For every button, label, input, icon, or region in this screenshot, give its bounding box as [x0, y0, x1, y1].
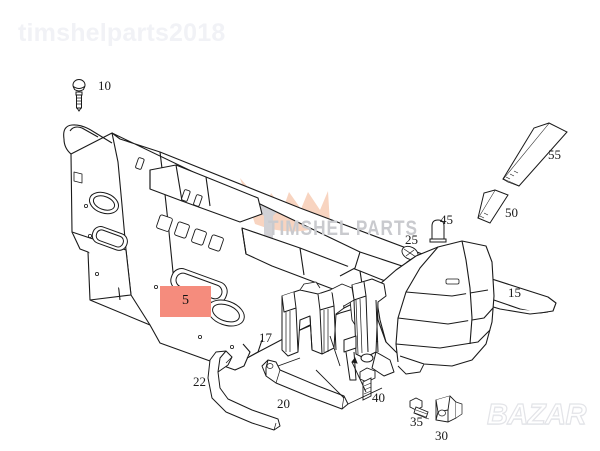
part-22-curved-rod: [207, 350, 281, 431]
leader-lines: [277, 335, 383, 405]
callout-17: 17: [259, 330, 272, 345]
watermark-timshel-parts-text: TIMSHEL PARTS: [268, 217, 418, 240]
callout-50: 50: [505, 205, 518, 220]
callout-10: 10: [98, 78, 111, 93]
watermark-bazar: BAZAR: [486, 398, 587, 431]
part-20-straight-rod: [261, 359, 349, 410]
part-45-cap-plug: [429, 219, 447, 243]
callout-20: 20: [277, 396, 290, 411]
callout-55: 55: [548, 147, 561, 162]
part-55-trim-strip: [502, 122, 568, 187]
part-17-bracket-rail: [281, 281, 355, 357]
callout-40: 40: [372, 390, 385, 405]
callout-25: 25: [405, 232, 418, 247]
callout-22: 22: [193, 374, 206, 389]
part-rail-assembly-right: [343, 278, 395, 381]
part-30-nut-bracket: [435, 395, 463, 423]
callout-35: 35: [410, 414, 423, 429]
callout-5-highlighted[interactable]: 5: [160, 286, 211, 317]
part-10-screw: [72, 79, 86, 112]
part-35-small-bolt: [409, 397, 430, 420]
callout-45: 45: [440, 212, 453, 227]
watermark-timshelparts2018: timshelparts2018: [18, 19, 226, 47]
callout-15: 15: [508, 285, 521, 300]
callout-30: 30: [435, 428, 448, 443]
part-15-fender-panel: [349, 240, 495, 375]
part-50-trim-strip: [477, 189, 509, 224]
